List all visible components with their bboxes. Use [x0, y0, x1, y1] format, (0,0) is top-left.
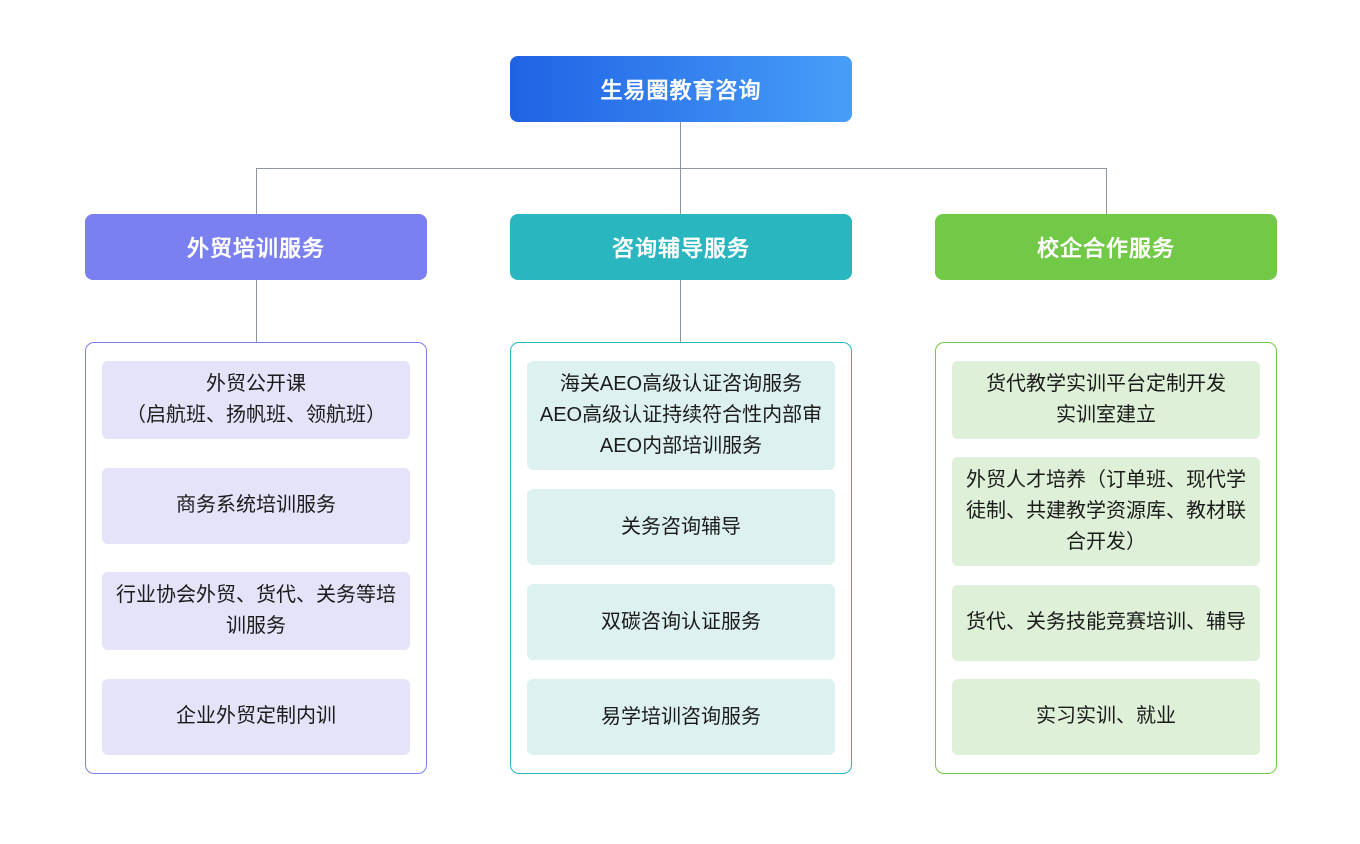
connector-drop-branch-3	[1106, 168, 1107, 214]
connector-drop-branch-2	[680, 168, 681, 214]
service-item: 双碳咨询认证服务	[527, 584, 835, 660]
connector-stem-branch-2	[680, 280, 681, 342]
service-item: 货代教学实训平台定制开发 实训室建立	[952, 361, 1260, 439]
connector-stem-branch-1	[256, 280, 257, 342]
service-item-label: 易学培训咨询服务	[601, 705, 761, 728]
branch-header-label: 咨询辅导服务	[611, 236, 750, 261]
service-item-label: 货代、关务技能竞赛培训、辅导	[966, 611, 1246, 634]
service-item-label: 货代教学实训平台定制开发 实训室建立	[986, 373, 1226, 426]
branch-header-label: 外贸培训服务	[186, 236, 325, 261]
service-item: 外贸公开课 （启航班、扬帆班、领航班）	[102, 361, 410, 439]
root-node: 生易圈教育咨询	[510, 56, 852, 122]
service-item: 易学培训咨询服务	[527, 679, 835, 755]
service-item-label: 外贸人才培养（订单班、现代学徒制、共建教学资源库、教材联合开发）	[966, 469, 1246, 554]
service-item: 实习实训、就业	[952, 678, 1260, 755]
service-item-label: 关务咨询辅导	[621, 515, 741, 538]
service-item-label: 双碳咨询认证服务	[601, 610, 761, 633]
branch-header-trade-training: 外贸培训服务	[85, 214, 427, 280]
service-item: 商务系统培训服务	[102, 467, 410, 544]
service-item-label: 行业协会外贸、货代、关务等培训服务	[116, 584, 396, 638]
connector-root-stem	[680, 122, 681, 168]
branch-panel-trade-training: 外贸公开课 （启航班、扬帆班、领航班） 商务系统培训服务 行业协会外贸、货代、关…	[85, 342, 427, 774]
branch-header-label: 校企合作服务	[1036, 236, 1175, 261]
service-item-label: 海关AEO高级认证咨询服务 AEO高级认证持续符合性内部审 AEO内部培训服务	[539, 373, 823, 457]
branch-header-consulting-coaching: 咨询辅导服务	[510, 214, 852, 280]
branch-panel-consulting-coaching: 海关AEO高级认证咨询服务 AEO高级认证持续符合性内部审 AEO内部培训服务 …	[510, 342, 852, 774]
service-item-label: 实习实训、就业	[1036, 705, 1176, 728]
branch-header-school-enterprise: 校企合作服务	[935, 214, 1277, 280]
service-item: 海关AEO高级认证咨询服务 AEO高级认证持续符合性内部审 AEO内部培训服务	[527, 361, 835, 470]
service-item-label: 外贸公开课 （启航班、扬帆班、领航班）	[126, 373, 386, 426]
service-item: 行业协会外贸、货代、关务等培训服务	[102, 572, 410, 651]
service-item-label: 商务系统培训服务	[176, 494, 336, 517]
service-item-label: 企业外贸定制内训	[176, 705, 336, 728]
branch-panel-school-enterprise: 货代教学实训平台定制开发 实训室建立 外贸人才培养（订单班、现代学徒制、共建教学…	[935, 342, 1277, 774]
service-item: 关务咨询辅导	[527, 489, 835, 565]
service-item: 外贸人才培养（订单班、现代学徒制、共建教学资源库、教材联合开发）	[952, 457, 1260, 567]
service-item: 货代、关务技能竞赛培训、辅导	[952, 584, 1260, 661]
connector-drop-branch-1	[256, 168, 257, 214]
connector-horizontal-rail	[256, 168, 1106, 169]
service-item: 企业外贸定制内训	[102, 678, 410, 755]
root-node-label: 生易圈教育咨询	[600, 78, 762, 103]
